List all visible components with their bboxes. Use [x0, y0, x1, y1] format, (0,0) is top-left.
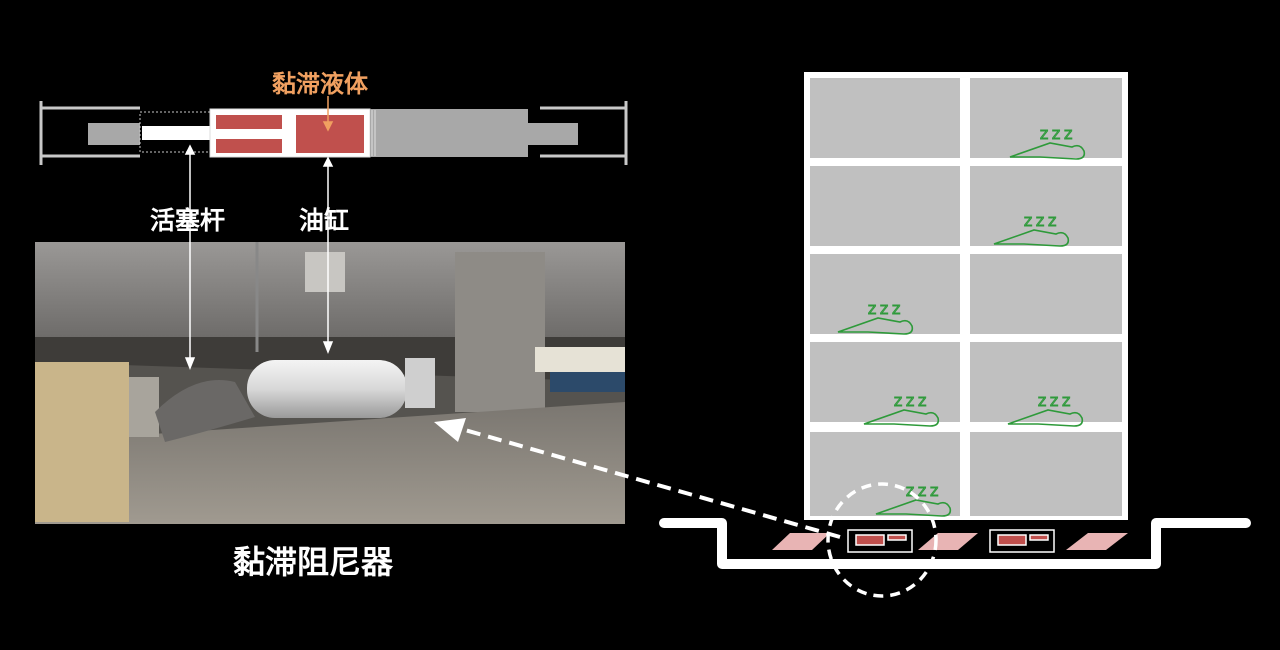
svg-text:Z Z Z: Z Z Z: [868, 303, 900, 317]
svg-text:Z Z Z: Z Z Z: [906, 485, 938, 499]
cylinder-pointer-arrow: [322, 156, 334, 198]
svg-text:Z Z Z: Z Z Z: [1024, 215, 1056, 229]
damper-highlight-circle: [826, 482, 938, 598]
sleeper-icon: Z Z Z: [1007, 395, 1084, 427]
rooms: [810, 78, 1122, 516]
svg-text:Z Z Z: Z Z Z: [894, 395, 926, 409]
sleeper-icon: Z Z Z: [1009, 128, 1086, 160]
damper-caption: 黏滞阻尼器: [233, 543, 394, 581]
sleeper-icon: Z Z Z: [837, 303, 914, 335]
left-end-block: [88, 123, 140, 145]
sleeping-figures: Z Z Z Z Z Z Z Z Z Z Z Z Z Z Z Z Z Z: [837, 128, 1086, 517]
svg-text:Z Z Z: Z Z Z: [1040, 128, 1072, 142]
piston-rod-label: 活塞杆: [150, 206, 226, 235]
damper-schematic: [39, 96, 628, 198]
fluid-arrow: [322, 96, 334, 132]
photo-pointer-arrows: [184, 198, 334, 371]
piston-head-lower: [216, 139, 282, 153]
piston-head-upper: [216, 115, 282, 129]
piston-rod-bar: [142, 126, 212, 140]
base-isolators: [772, 533, 1128, 550]
base-dampers: [847, 529, 1055, 553]
right-end-block: [528, 123, 578, 145]
cylinder-sleeve: [370, 109, 528, 157]
svg-text:Z Z Z: Z Z Z: [1038, 395, 1070, 409]
sleeper-icon: Z Z Z: [993, 215, 1070, 247]
cylinder-label: 油缸: [299, 206, 350, 235]
dashed-pointer-arrow: [434, 418, 841, 539]
viscous-fluid-label: 黏滞液体: [272, 70, 368, 98]
foundation-pit: [659, 518, 1251, 569]
right-end-bracket: [540, 101, 628, 165]
rod-pointer-arrow: [184, 144, 196, 198]
left-end-bracket: [39, 101, 140, 165]
sleeper-icon: Z Z Z: [863, 395, 940, 427]
